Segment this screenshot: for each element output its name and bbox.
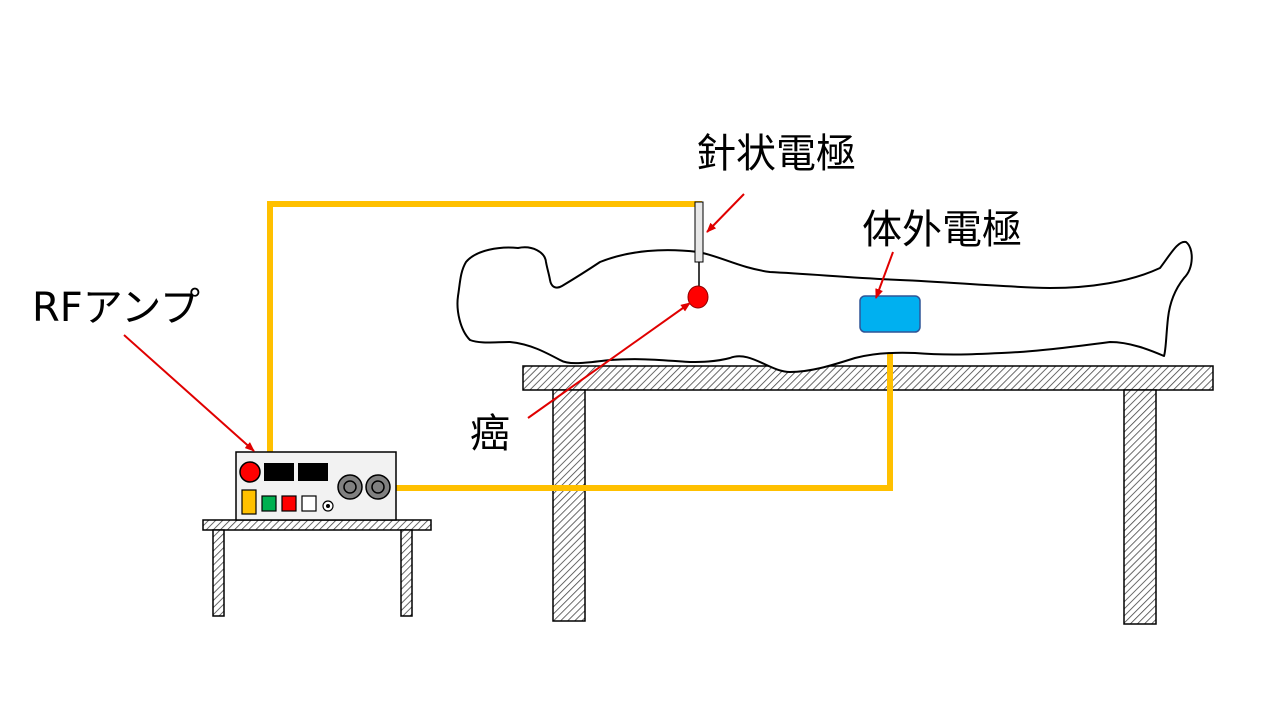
bed-leg-right xyxy=(1123,389,1157,625)
display-left xyxy=(264,463,294,481)
switch-yellow xyxy=(241,489,257,515)
arrow-cancer xyxy=(527,302,691,419)
label-cancer: 癌 xyxy=(470,411,510,457)
stand-leg-left xyxy=(212,529,225,617)
switch-red xyxy=(281,495,297,512)
indicator-inner xyxy=(326,504,330,508)
arrow-external xyxy=(875,251,894,299)
label-rf-amp: RFアンプ xyxy=(32,285,201,331)
label-needle-electrode: 針状電極 xyxy=(696,131,856,177)
connector-left-inner xyxy=(343,480,357,494)
switch-green xyxy=(261,495,277,512)
stand-leg-right xyxy=(400,529,413,617)
stand-top xyxy=(202,519,432,531)
external-electrode xyxy=(859,295,921,333)
stand xyxy=(202,519,432,617)
display-right xyxy=(298,463,328,481)
rf-amplifier xyxy=(235,451,397,521)
bed xyxy=(522,365,1214,625)
bed-top xyxy=(522,365,1214,391)
label-external-electrode: 体外電極 xyxy=(862,207,1022,253)
switch-white xyxy=(301,495,317,512)
bed-leg-left xyxy=(552,389,586,622)
arrow-rf-amp xyxy=(123,334,255,452)
needle-handle xyxy=(694,201,704,263)
power-button-icon xyxy=(239,461,261,483)
arrow-needle xyxy=(706,193,745,233)
tumor xyxy=(687,285,709,309)
wire-external xyxy=(396,332,893,491)
patient-outline xyxy=(456,240,1193,373)
connector-right-inner xyxy=(371,480,385,494)
needle-electrode xyxy=(694,201,704,290)
